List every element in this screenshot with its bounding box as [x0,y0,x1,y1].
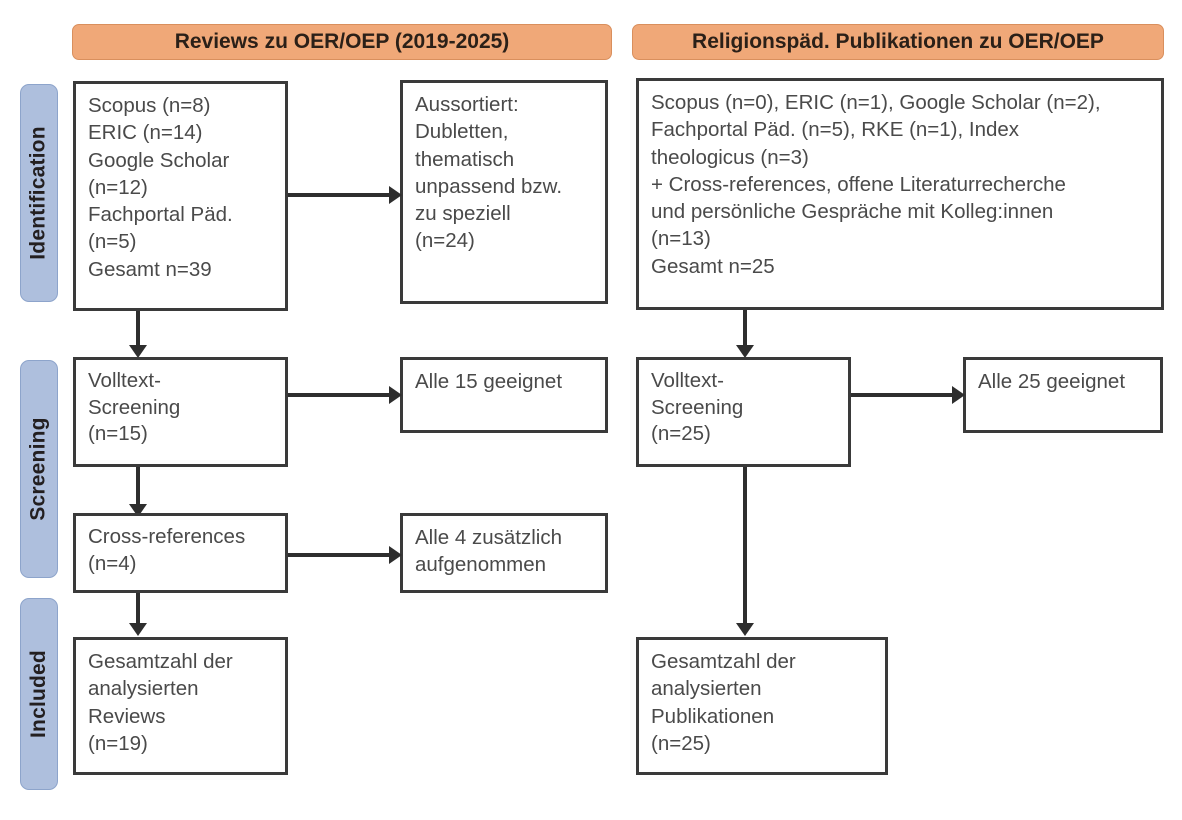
stage-bar-screening: Screening [20,360,58,578]
arrowhead-left-screening-to-result [389,386,402,404]
stage-label-identification: Identification [27,126,50,260]
box-right-screening-result: Alle 25 geeignet [963,357,1163,433]
column-header-reviews-label: Reviews zu OER/OEP (2019-2025) [174,30,510,53]
connector-right-screening-to-included [743,467,747,629]
arrowhead-right-identification-to-screening [736,345,754,358]
column-header-reviews: Reviews zu OER/OEP (2019-2025) [72,24,612,60]
box-left-fulltext-screening: Volltext- Screening (n=15) [73,357,288,467]
stage-bar-identification: Identification [20,84,58,302]
box-right-fulltext-screening: Volltext- Screening (n=25) [636,357,851,467]
stage-label-included: Included [27,650,51,738]
connector-left-screening-to-result [288,393,390,397]
stage-label-screening: Screening [27,417,50,521]
connector-left-identification-to-excluded [288,193,390,197]
arrowhead-left-crossrefs-to-included [129,623,147,636]
connector-left-crossrefs-to-included [136,593,140,629]
column-header-religionspaed-label: Religionspäd. Publikationen zu OER/OEP [692,30,1104,53]
arrowhead-left-crossrefs-to-result [389,546,402,564]
box-left-crossrefs-result: Alle 4 zusätzlich aufgenommen [400,513,608,593]
column-header-religionspaed: Religionspäd. Publikationen zu OER/OEP [632,24,1164,60]
connector-left-screening-to-crossrefs [136,467,140,511]
box-left-crossrefs: Cross-references (n=4) [73,513,288,593]
arrowhead-right-screening-to-result [952,386,965,404]
arrowhead-left-identification-to-screening [129,345,147,358]
box-left-identification-sources: Scopus (n=8) ERIC (n=14) Google Scholar … [73,81,288,311]
box-left-screening-result: Alle 15 geeignet [400,357,608,433]
box-right-included-total: Gesamtzahl der analysierten Publikatione… [636,637,888,775]
connector-right-screening-to-result [851,393,953,397]
connector-right-identification-to-screening [743,310,747,350]
connector-left-identification-to-screening [136,311,140,351]
box-left-included-total: Gesamtzahl der analysierten Reviews (n=1… [73,637,288,775]
arrowhead-right-screening-to-included [736,623,754,636]
box-left-excluded: Aussortiert: Dubletten, thematisch unpas… [400,80,608,304]
box-right-identification-sources: Scopus (n=0), ERIC (n=1), Google Scholar… [636,78,1164,310]
arrowhead-left-identification-to-excluded [389,186,402,204]
stage-bar-included: Included [20,598,58,790]
connector-left-crossrefs-to-result [288,553,390,557]
